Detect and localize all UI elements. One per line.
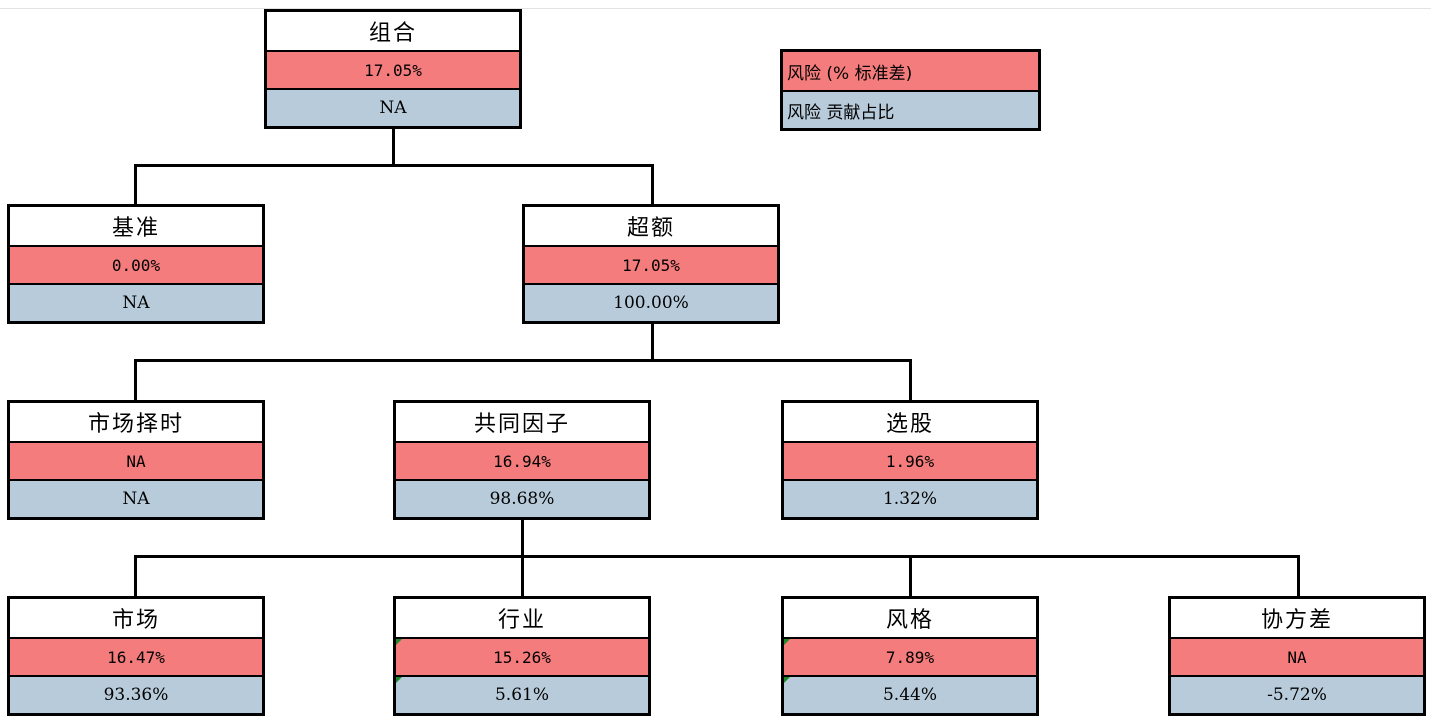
node-excess: 超额 17.05% 100.00% — [522, 204, 780, 324]
contribution-cell: 5.44% — [784, 675, 1036, 713]
connector — [134, 164, 137, 204]
cell-flag-icon — [396, 639, 402, 645]
connector — [134, 164, 654, 167]
contribution-value: 5.44% — [882, 685, 937, 705]
contribution-value: 93.36% — [10, 675, 262, 713]
cell-flag-icon — [784, 677, 790, 683]
risk-value: 17.05% — [525, 245, 777, 283]
node-title: 风格 — [885, 608, 934, 633]
node-title: 基准 — [111, 216, 160, 241]
risk-cell: 15.26% — [396, 637, 648, 675]
risk-value: 7.89% — [885, 647, 935, 667]
node-common-factors: 共同因子 16.94% 98.68% — [393, 400, 651, 520]
contribution-value: NA — [10, 479, 262, 517]
contribution-value: -5.72% — [1171, 675, 1423, 713]
risk-value: 0.00% — [10, 245, 262, 283]
contribution-value: NA — [10, 283, 262, 321]
connector — [1297, 555, 1300, 596]
risk-value: NA — [10, 441, 262, 479]
top-divider — [0, 8, 1431, 9]
legend: 风险 (% 标准差) 风险 贡献占比 — [780, 49, 1041, 131]
connector — [909, 555, 912, 596]
node-title: 协方差 — [1260, 608, 1333, 633]
cell-flag-icon — [396, 677, 402, 683]
connector — [909, 359, 912, 400]
node-title: 选股 — [885, 412, 934, 437]
legend-risk-label: 风险 (% 标准差) — [783, 52, 1038, 90]
risk-value: 1.96% — [784, 441, 1036, 479]
node-market: 市场 16.47% 93.36% — [7, 596, 265, 716]
contribution-cell: 5.61% — [396, 675, 648, 713]
risk-value: NA — [1171, 637, 1423, 675]
node-title: 组合 — [368, 21, 417, 46]
node-title: 超额 — [626, 216, 675, 241]
risk-value: 17.05% — [267, 50, 519, 88]
contribution-value: 5.61% — [494, 685, 549, 705]
node-covariance: 协方差 NA -5.72% — [1168, 596, 1426, 716]
contribution-value: 100.00% — [525, 283, 777, 321]
connector — [134, 359, 137, 400]
risk-value: 15.26% — [493, 647, 551, 667]
node-benchmark: 基准 0.00% NA — [7, 204, 265, 324]
node-title: 市场择时 — [87, 412, 184, 437]
connector — [134, 555, 1300, 558]
node-style: 风格 7.89% 5.44% — [781, 596, 1039, 716]
cell-flag-icon — [784, 639, 790, 645]
node-portfolio: 组合 17.05% NA — [264, 9, 522, 129]
risk-value: 16.47% — [10, 637, 262, 675]
contribution-value: 98.68% — [396, 479, 648, 517]
risk-value: 16.94% — [396, 441, 648, 479]
contribution-value: NA — [267, 88, 519, 126]
contribution-value: 1.32% — [784, 479, 1036, 517]
node-industry: 行业 15.26% 5.61% — [393, 596, 651, 716]
node-title: 行业 — [497, 608, 546, 633]
legend-contribution-label: 风险 贡献占比 — [783, 90, 1038, 128]
risk-cell: 7.89% — [784, 637, 1036, 675]
node-market-timing: 市场择时 NA NA — [7, 400, 265, 520]
connector — [134, 359, 912, 362]
connector — [134, 555, 137, 596]
node-stock-selection: 选股 1.96% 1.32% — [781, 400, 1039, 520]
connector — [651, 164, 654, 204]
connector — [521, 555, 524, 596]
connector — [651, 323, 654, 361]
node-title: 市场 — [111, 608, 160, 633]
node-title: 共同因子 — [473, 412, 570, 437]
connector — [392, 127, 395, 165]
connector — [521, 519, 524, 557]
